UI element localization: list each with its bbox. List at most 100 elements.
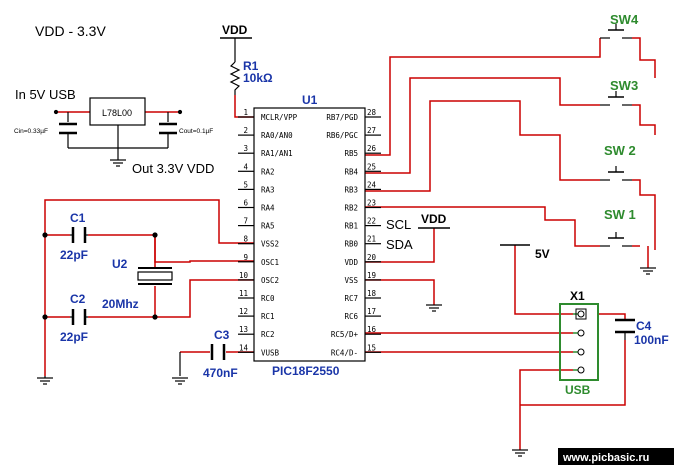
sw4-label: SW4 [610,12,639,27]
components [37,24,656,457]
regulator-label: L78L00 [102,108,132,118]
mcu-pin-num-10: 10 [239,271,249,280]
r1-value-label: 10kΩ [243,71,273,85]
mcu-pin-num-14: 14 [239,343,249,352]
regulator-box [89,97,146,126]
wire-rb3-sw2 [365,100,600,192]
c2-value-label: 22pF [60,330,88,344]
mcu-pin-name-18: RC7 [344,294,358,303]
mcu-pin-name-22: RB1 [344,222,358,231]
u2-ref-label: U2 [112,257,128,271]
wire-5v-usb [514,245,573,315]
sw2-switch [600,166,632,181]
mcu-ref-label: U1 [302,93,318,107]
r1-resistor [229,61,241,95]
mcu-pin-num-8: 8 [243,235,248,244]
mcu-pin-name-17: RC6 [344,312,358,321]
mcu-part-label: PIC18F2550 [272,364,340,378]
mcu-body [253,107,366,362]
sw1-label: SW 1 [604,207,636,222]
mcu-pin-num-21: 21 [367,235,376,244]
sw4-switch [600,24,632,39]
mcu-pin-num-24: 24 [367,180,377,189]
wire-rb5-sw4 [365,38,601,156]
c2-ref-label: C2 [70,292,86,306]
mcu-pin-name-16: RC5/D+ [331,330,359,339]
mcu-pin-num-7: 7 [243,217,248,226]
mcu-pin-name-8: VSS2 [261,240,279,249]
c4-ref-label: C4 [636,319,652,333]
mcu-pin-name-23: RB2 [344,204,358,213]
mcu-pin-name-26: RB5 [344,149,358,158]
scl-label: SCL [386,217,411,232]
sw2-label: SW 2 [604,143,636,158]
mcu-pin-name-13: RC2 [261,330,275,339]
mcu-pin-name-24: RB3 [344,185,358,194]
mcu-pin-name-15: RC4/D- [331,348,358,357]
supply-output-label: Out 3.3V VDD [132,161,214,176]
mcu-pin-num-20: 20 [367,253,377,262]
usb-ref-label: X1 [570,289,585,303]
mcu-pin-num-28: 28 [367,108,377,117]
mcu-pin-name-21: RB0 [344,240,358,249]
mcu-pin-num-9: 9 [243,253,248,262]
sw3-label: SW3 [610,78,638,93]
mcu-pin-name-3: RA1/AN1 [261,149,293,158]
vdd20-label: VDD [421,212,447,226]
mcu-pin-num-6: 6 [243,199,248,208]
mcu-pin-num-19: 19 [367,271,376,280]
mcu-pin-name-25: RB4 [344,167,358,176]
mcu-pin-name-9: OSC1 [261,258,279,267]
u2-value-label: 20Mhz [102,297,139,311]
mcu-pin-num-2: 2 [243,126,248,135]
wire-rb4-sw3 [365,77,600,174]
mcu-pin-num-18: 18 [367,289,377,298]
mcu-pin-name-2: RA0/AN0 [261,131,293,140]
mcu-pin-num-17: 17 [367,307,376,316]
supply-input-label: In 5V USB [15,87,76,102]
mcu-pin-name-6: RA4 [261,204,275,213]
wire-vss19 [365,279,435,305]
mcu-pin-num-27: 27 [367,126,376,135]
c4-value-label: 100nF [634,333,669,347]
mcu-pin-num-26: 26 [367,144,377,153]
wire-sw4-r [632,37,656,78]
mcu-pin-num-4: 4 [243,162,248,171]
watermark-bg [558,448,674,465]
mcu-pin-num-1: 1 [243,108,248,117]
c3-ref-label: C3 [214,328,230,342]
mcu-pin-name-12: RC1 [261,312,275,321]
mcu-pin-name-11: RC0 [261,294,275,303]
cin-label: Cin=0.33µF [14,128,48,135]
mcu-pin-num-13: 13 [239,325,248,334]
c1-ref-label: C1 [70,211,86,225]
wire-sw2-r [632,179,656,250]
mcu-pin-name-19: VSS [344,276,358,285]
mcu-pin-name-1: MCLR/VPP [261,113,298,122]
mcu-pin-name-28: RB7/PGD [326,113,358,122]
mcu-pin-num-15: 15 [367,343,376,352]
mcu-pin-name-14: VUSB [261,348,280,357]
mcu-pin-name-27: RB6/PGC [326,131,358,140]
sw3-switch [600,91,632,106]
wire-c4-bot [520,340,626,406]
r1-vdd-label: VDD [222,23,248,37]
mcu-pin-num-5: 5 [243,180,248,189]
wire-usb-gnd [519,369,573,450]
mcu-pin-name-5: RA3 [261,185,275,194]
supply-title: VDD - 3.3V [35,23,106,39]
sda-label: SDA [386,237,413,252]
mcu-pin-num-11: 11 [239,289,248,298]
mcu-pin-num-12: 12 [239,307,248,316]
sw1-switch [600,232,632,247]
five-v-label: 5V [535,247,550,261]
wire-xtal-outer [44,199,254,376]
wire-rb2-sw1 [365,206,600,247]
cout-label: Cout=0.1µF [179,128,213,135]
wire-sw3-r [632,104,656,135]
mcu-pin-num-23: 23 [367,199,376,208]
mcu-pin-num-3: 3 [243,144,248,153]
usb-label: USB [565,383,591,397]
mcu-pin-name-10: OSC2 [261,276,279,285]
